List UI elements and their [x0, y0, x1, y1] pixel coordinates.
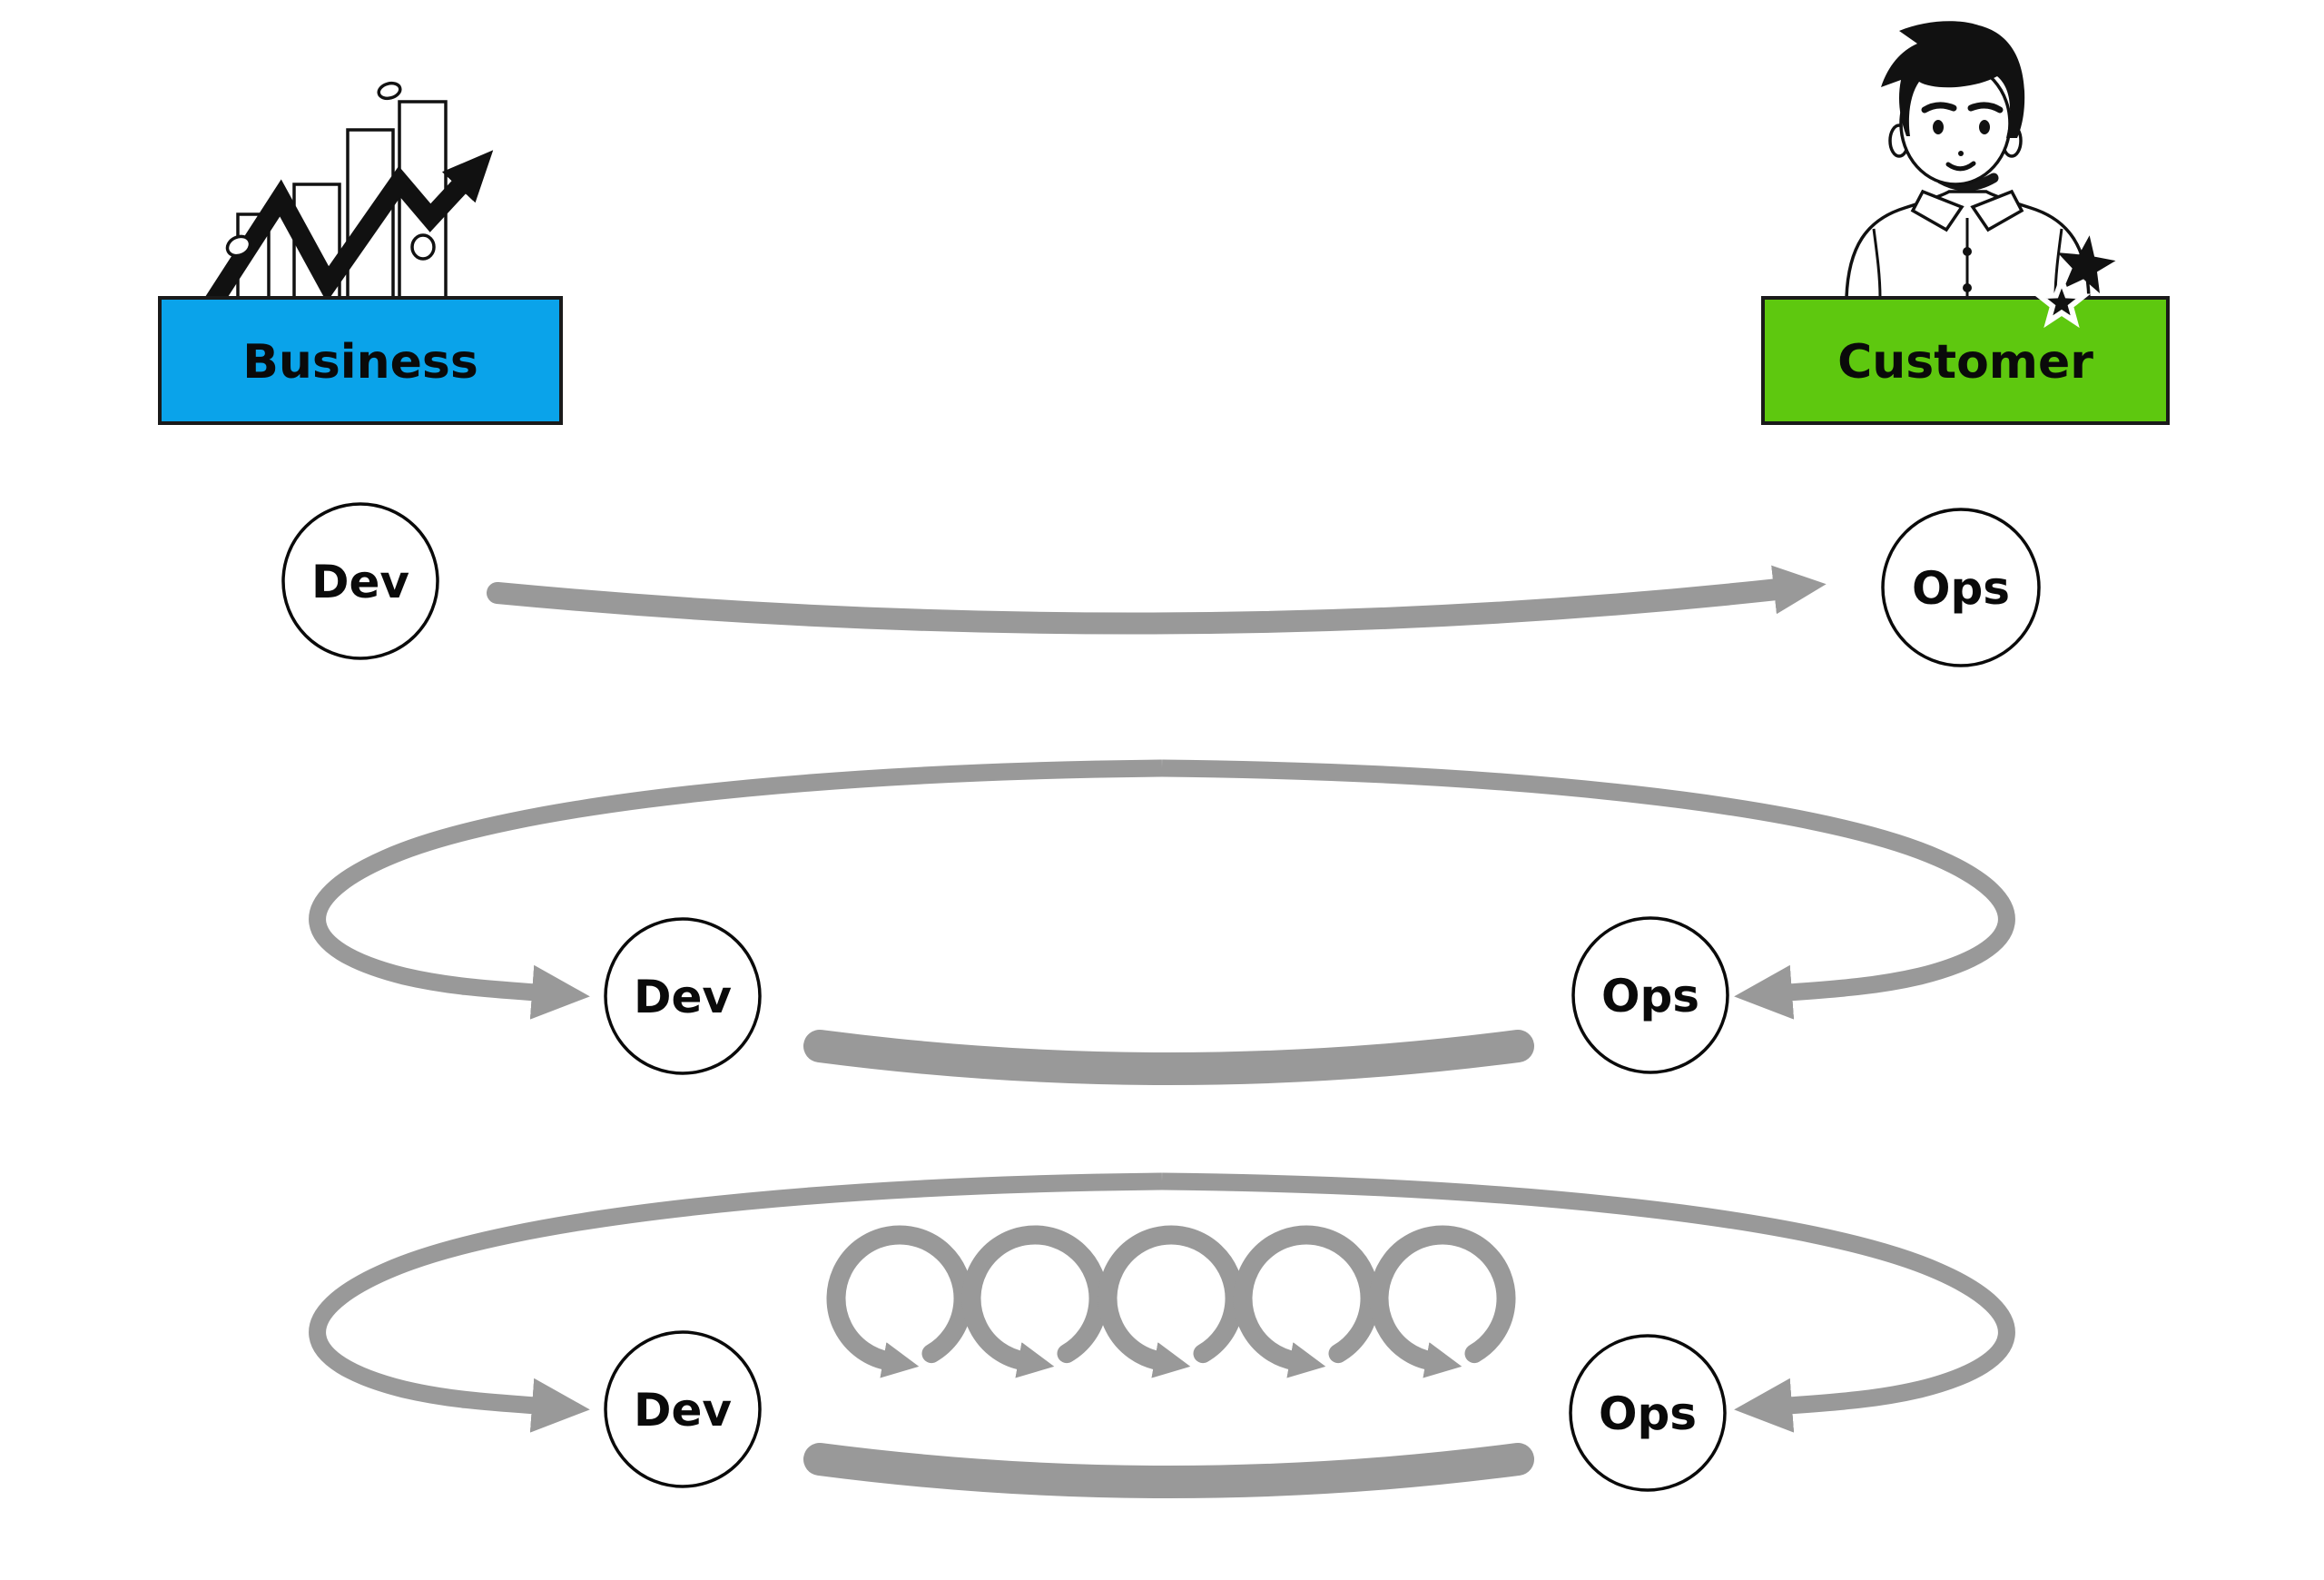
hair-icon	[1881, 21, 2025, 139]
iteration-loop	[961, 1225, 1108, 1378]
ops-node-label: Ops	[1599, 1387, 1697, 1440]
dev-ops-baseline	[803, 1030, 1534, 1085]
star-icon	[2057, 235, 2116, 293]
growth-bar-chart-icon	[204, 81, 494, 309]
ops-node	[1881, 508, 2041, 667]
loop-arrow-right	[1161, 759, 2015, 1020]
customer-group: Customer	[1761, 21, 2170, 425]
dev-node-label: Dev	[311, 556, 409, 608]
dev-node	[604, 1330, 762, 1488]
dev-node-label: Dev	[634, 971, 732, 1023]
row-one-way-handoff: Dev Ops	[281, 502, 2041, 667]
row-iterative-loop: Dev Ops	[309, 1172, 2015, 1498]
ops-node-label: Ops	[1601, 970, 1699, 1022]
customer-box	[1761, 296, 2170, 425]
loop-arrow-left	[309, 1172, 1163, 1433]
dev-to-ops-arrow	[487, 565, 1827, 635]
business-label: Business	[242, 335, 478, 390]
dev-node	[604, 917, 762, 1075]
iteration-loop	[1369, 1225, 1516, 1378]
loop-arrow-left	[309, 759, 1163, 1020]
dev-node-label: Dev	[634, 1384, 732, 1437]
business-group: Business	[158, 81, 563, 425]
dev-ops-baseline	[803, 1443, 1534, 1498]
iteration-coils	[826, 1225, 1516, 1378]
iteration-loop	[1098, 1225, 1245, 1378]
ops-node	[1569, 1334, 1727, 1492]
row-feedback-loop: Dev Ops	[309, 759, 2015, 1085]
iteration-loop	[826, 1225, 973, 1378]
dev-node	[281, 502, 439, 660]
loop-arrow-right	[1161, 1172, 2015, 1433]
growth-zigzag-arrow-icon	[204, 150, 494, 309]
iteration-loop	[1233, 1225, 1380, 1378]
ops-node	[1571, 916, 1729, 1074]
customer-avatar-icon	[1845, 21, 2091, 300]
business-box	[158, 296, 563, 425]
star-icon	[2033, 272, 2091, 329]
ops-node-label: Ops	[1912, 562, 2010, 615]
customer-label: Customer	[1837, 335, 2093, 390]
